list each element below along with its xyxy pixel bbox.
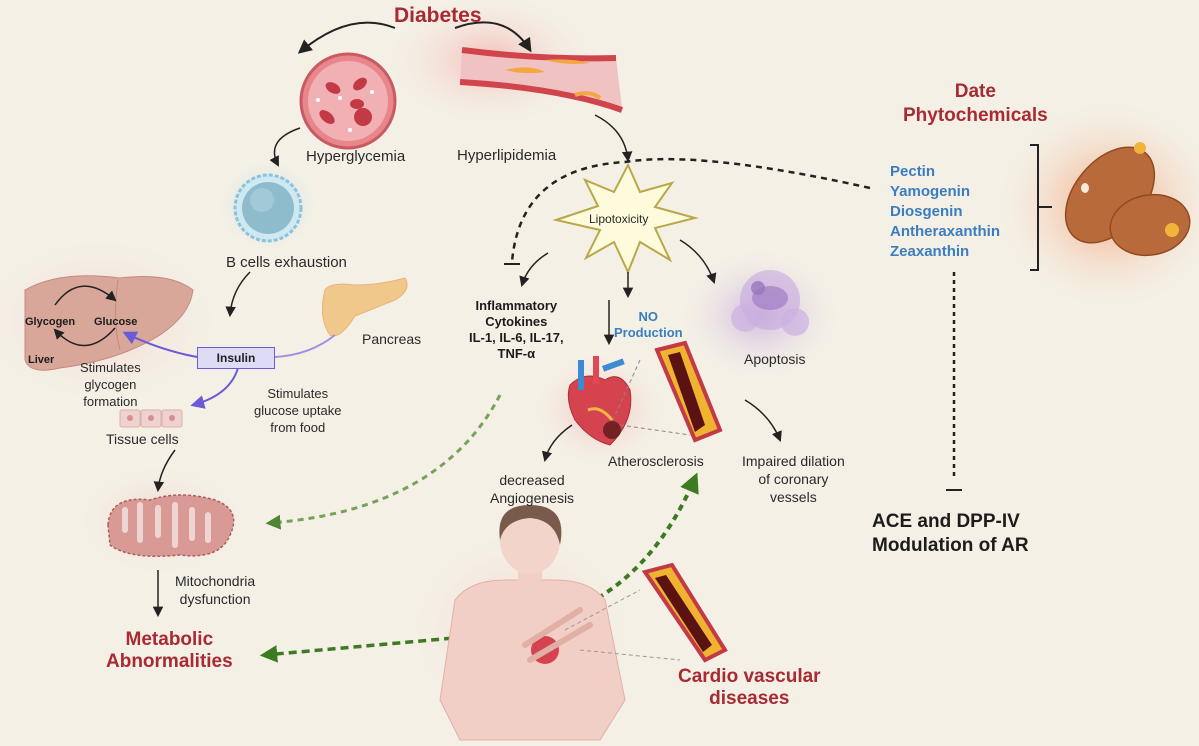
arrow-glycogen-glucose (54, 285, 117, 306)
phytochemical-item: Yamogenin (890, 183, 971, 200)
hyperglycemia-label: Hyperglycemia (306, 148, 406, 165)
lipotoxicity-label: Lipotoxicity (589, 212, 649, 226)
pancreas-icon (321, 277, 408, 337)
stimulates-glucose-line-3: from food (270, 420, 326, 435)
phytochemical-item: Diosgenin (890, 203, 963, 220)
impaired-line-3: vessels (770, 489, 817, 505)
arrow-diabetes-hyperglycemia (297, 21, 396, 54)
ace-dpp-outcome-label: ACE and DPP-IV Modulation of AR (872, 510, 1029, 558)
cytokines-line-3: IL-1, IL-6, IL-17, (469, 330, 564, 345)
diabetes-label: Diabetes (394, 4, 482, 27)
arrow-heart-angiogenesis (541, 424, 573, 463)
phytochemical-item: Antheraxanthin (890, 223, 1001, 240)
arrow-insulin-liver (122, 331, 198, 358)
phytochemical-bracket (1030, 144, 1052, 271)
stimulates-glycogen-line-2: glycogen (84, 377, 137, 392)
angiogenesis-line-1: decreased (499, 472, 565, 488)
tissue-cells-label: Tissue cells (106, 431, 179, 447)
glycogen-label: Glycogen (25, 316, 76, 328)
date-fruit-icon (1064, 142, 1191, 257)
heart-icon (567, 356, 632, 446)
atherosclerosis-label: Atherosclerosis (608, 453, 704, 469)
metabolic-line-1: Metabolic (125, 629, 214, 650)
mitochondria-icon (107, 494, 235, 557)
cytokines-line-2: Cytokines (485, 314, 548, 329)
cvd-line-1: Cardio vascular (678, 666, 821, 687)
impaired-dilation-label: Impaired dilation of coronary vessels (742, 452, 845, 506)
link-person-artery (564, 589, 641, 631)
no-production-label: NO Production (614, 309, 683, 341)
cytokines-line-1: Inflammatory (475, 298, 558, 313)
inhibition-line-lipotoxicity (510, 157, 871, 263)
apoptosis-label: Apoptosis (744, 351, 806, 367)
link-heart-artery-top (612, 359, 641, 421)
link-person-cvd (579, 649, 681, 661)
no-production-line-2: Production (614, 325, 683, 340)
arrow-bcells-insulin (225, 271, 251, 318)
no-production-line-1: NO (638, 309, 659, 324)
hyperlipidemia-label: Hyperlipidemia (457, 147, 557, 164)
stimulates-glucose-line-1: Stimulates (267, 386, 329, 401)
arrow-lipotoxicity-apoptosis (679, 239, 717, 284)
phytochemical-item: Zeaxanthin (890, 243, 970, 260)
mitochondria-line-1: Mitochondria (175, 573, 256, 589)
arrow-hyperglycemia-bcells (269, 127, 301, 167)
arrow-artery-dilation (744, 399, 782, 442)
artery-icon (459, 47, 624, 113)
outcome-line-1: ACE and DPP-IV (872, 511, 1020, 532)
stimulates-glycogen-line-3: formation (83, 394, 138, 409)
b-cell-icon (233, 173, 303, 243)
arrow-tissue-mito (153, 449, 176, 493)
impaired-line-1: Impaired dilation (742, 453, 845, 469)
green-arrow-to-metabolic (259, 635, 466, 663)
narrowed-artery-icon (654, 340, 723, 443)
person-icon (439, 505, 626, 741)
impaired-line-2: of coronary (758, 471, 829, 487)
link-heart-artery-bottom (619, 424, 691, 436)
arrow-glucose-glycogen (53, 327, 116, 347)
apoptosis-cell-icon (731, 270, 809, 336)
liver-label: Liver (28, 354, 55, 366)
tissue-cells-icon (119, 409, 183, 428)
phytochemical-list: Pectin Yamogenin Diosgenin Antheraxanthi… (890, 162, 1000, 262)
stimulates-glycogen-label: Stimulates glycogen formation (80, 359, 141, 410)
arrow-insulin-tissue (190, 367, 239, 409)
date-phytochemicals-title: Date Phytochemicals (903, 80, 1048, 128)
mitochondria-label: Mitochondria dysfunction (175, 572, 255, 608)
stimulates-glucose-label: Stimulates glucose uptake from food (254, 385, 341, 436)
phytochemical-item: Pectin (890, 163, 936, 180)
stimulates-glycogen-line-1: Stimulates (80, 360, 141, 375)
blood-vessel-icon (299, 52, 397, 150)
metabolic-abnormalities-label: Metabolic Abnormalities (106, 629, 233, 673)
pancreas-label: Pancreas (362, 331, 422, 347)
metabolic-line-2: Abnormalities (106, 651, 233, 672)
mitochondria-line-2: dysfunction (179, 591, 251, 607)
line-pancreas-insulin (274, 334, 336, 358)
arrow-hyperlipidemia-lipotoxicity (594, 114, 633, 163)
glucose-label: Glucose (94, 316, 138, 328)
cytokines-line-4: TNF-α (497, 346, 536, 361)
narrowed-artery-icon-2 (641, 562, 728, 663)
green-arrow-to-atherosclerosis (596, 472, 699, 600)
inflammatory-cytokines-label: Inflammatory Cytokines IL-1, IL-6, IL-17… (469, 298, 564, 362)
stimulates-glucose-line-2: glucose uptake (254, 403, 342, 418)
phyto-title-line-2: Phytochemicals (903, 105, 1048, 126)
insulin-box: Insulin (197, 347, 275, 369)
arrow-lipotoxicity-cytokines (519, 252, 549, 288)
liver-icon (24, 275, 194, 371)
outcome-line-2: Modulation of AR (872, 535, 1029, 556)
cardiovascular-diseases-label: Cardio vascular diseases (678, 666, 821, 710)
green-arrow-to-mitochondria (265, 394, 502, 530)
phyto-title-line-1: Date (954, 81, 996, 102)
decreased-angiogenesis-label: decreased Angiogenesis (490, 471, 574, 507)
cvd-line-2: diseases (709, 688, 790, 709)
angiogenesis-line-2: Angiogenesis (490, 490, 575, 506)
arrow-diabetes-hyperlipidemia (454, 21, 532, 53)
b-cells-label: B cells exhaustion (226, 254, 347, 271)
